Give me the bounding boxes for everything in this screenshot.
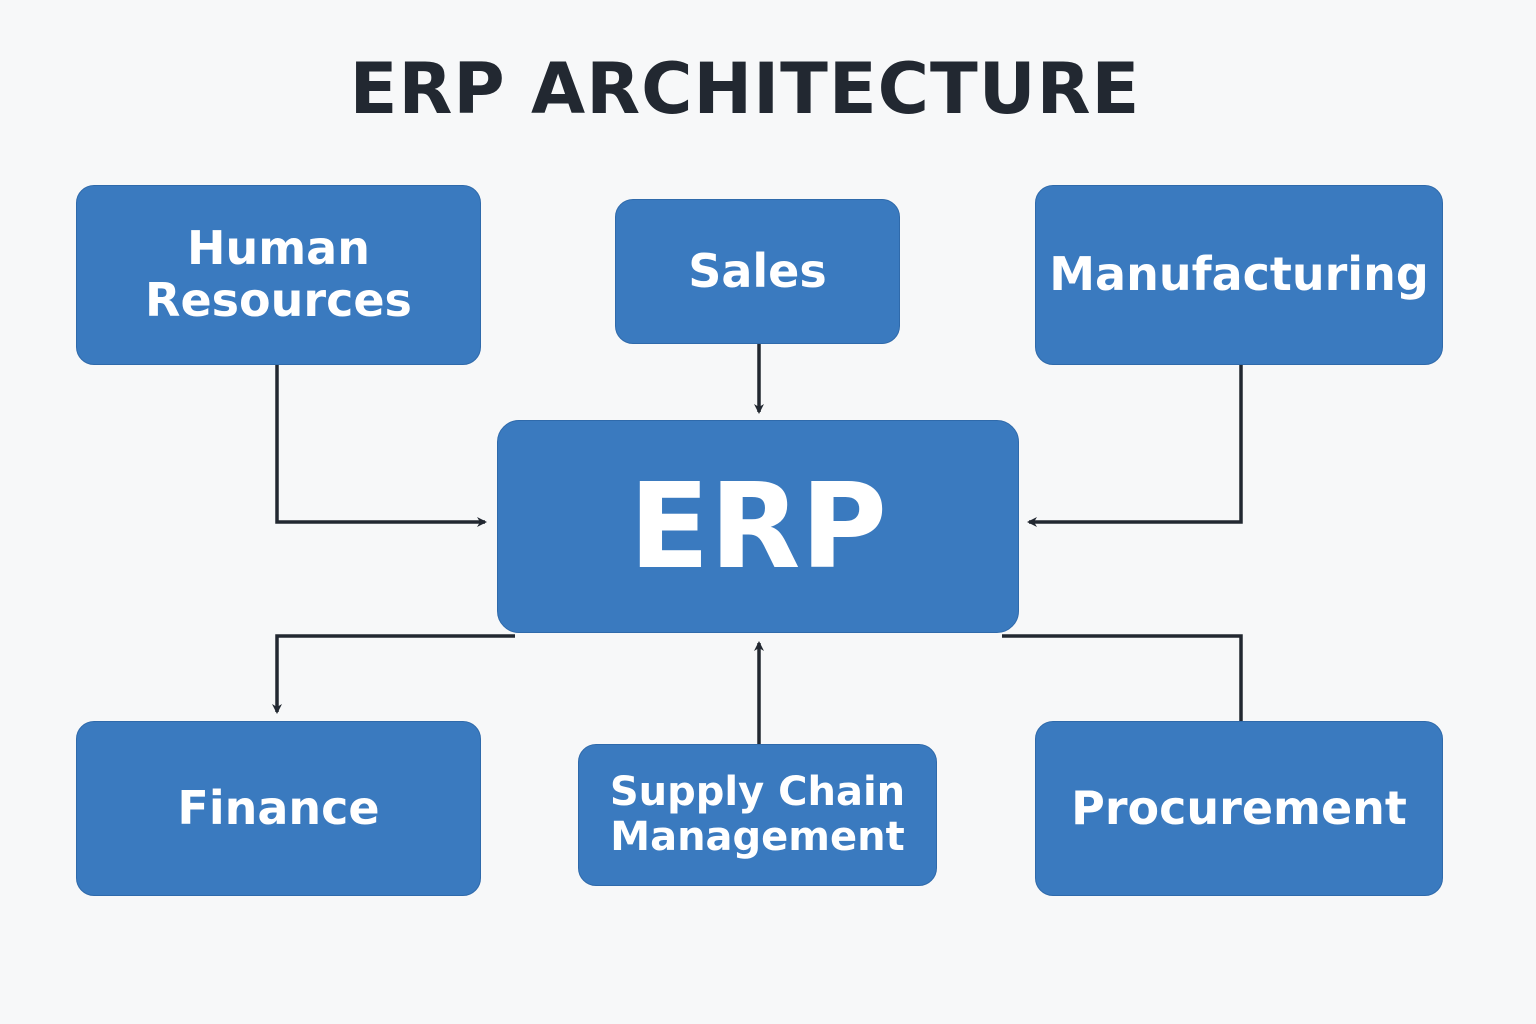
diagram-title: ERP ARCHITECTURE xyxy=(349,48,1141,130)
node-finance[interactable]: Finance xyxy=(76,721,481,896)
node-manufacturing[interactable]: Manufacturing xyxy=(1035,185,1443,365)
node-supply-chain-management[interactable]: Supply Chain Management xyxy=(578,744,937,886)
node-label: Manufacturing xyxy=(1049,247,1429,302)
node-erp-center[interactable]: ERP xyxy=(497,420,1019,633)
node-label-line: Management xyxy=(610,814,905,860)
node-procurement[interactable]: Procurement xyxy=(1035,721,1443,896)
connector-manufacturing-to-erp xyxy=(1027,365,1243,527)
node-label-line: Human xyxy=(187,221,370,276)
node-label: Finance xyxy=(177,780,380,835)
connector-erp-to-procurement xyxy=(1002,634,1243,721)
node-label: ERP xyxy=(629,457,887,596)
node-label-line: Supply Chain xyxy=(609,769,906,816)
node-label: Procurement xyxy=(1071,780,1407,835)
connector-hr-to-erp xyxy=(275,365,487,527)
node-label-line: Resources xyxy=(145,273,412,327)
connector-erp-to-finance xyxy=(272,634,515,714)
node-label: Sales xyxy=(688,243,827,298)
node-human-resources[interactable]: Human Resources xyxy=(76,185,481,365)
node-sales[interactable]: Sales xyxy=(615,199,900,344)
